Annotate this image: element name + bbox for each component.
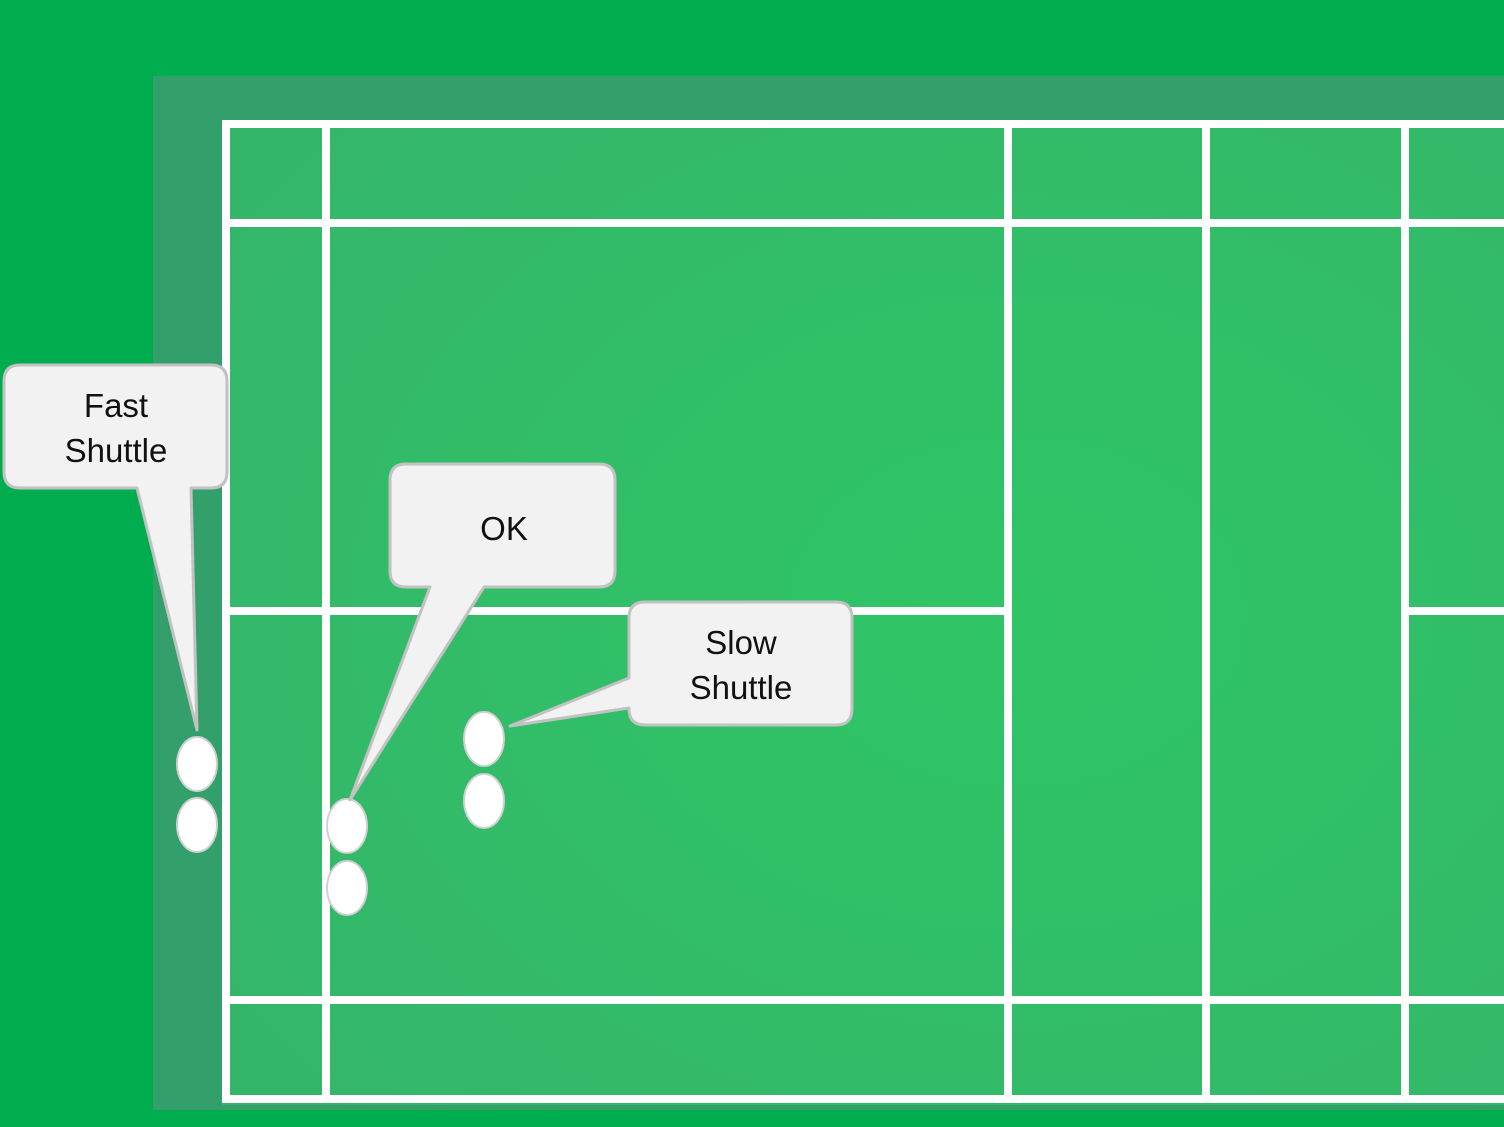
slow-shuttle-group (463, 711, 505, 829)
callout-bubble (2, 363, 229, 732)
ok-callout: OK (348, 462, 617, 802)
callout-bubble (348, 462, 617, 802)
court-lines (222, 120, 1504, 1103)
callout-label-line: Shuttle (690, 669, 793, 706)
shuttle (326, 798, 368, 854)
callout-label-line: Slow (705, 624, 777, 661)
callout-label-line: OK (480, 510, 528, 547)
callout-label-line: Shuttle (65, 432, 168, 469)
callout-label-line: Fast (84, 387, 148, 424)
callout-bubble (508, 600, 854, 728)
shuttles (176, 711, 505, 916)
shuttle (176, 797, 218, 853)
shuttle (463, 711, 505, 767)
ok-shuttle-group (326, 798, 368, 916)
shuttle (176, 736, 218, 792)
slow-shuttle-callout: Slow Shuttle (508, 600, 854, 728)
shuttle (326, 860, 368, 916)
shuttle (463, 773, 505, 829)
fast-shuttle-group (176, 736, 218, 853)
callouts: Fast Shuttle OK Slow Shuttle (2, 363, 854, 802)
fast-shuttle-callout: Fast Shuttle (2, 363, 229, 732)
